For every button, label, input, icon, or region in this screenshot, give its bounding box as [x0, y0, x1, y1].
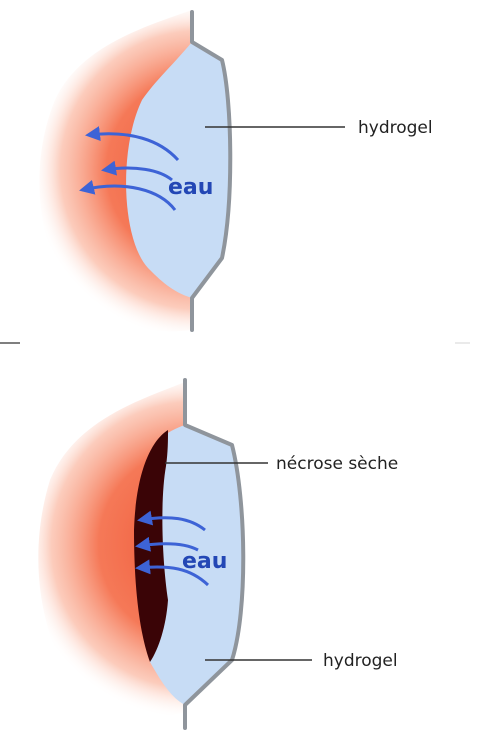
panel-necrosis: eau nécrose sèche hydrogel — [38, 380, 398, 728]
callout-hydrogel: hydrogel — [358, 118, 433, 138]
panel-hydration: eau hydrogel — [39, 10, 432, 331]
callout-dry-necrosis: nécrose sèche — [276, 454, 398, 474]
water-label: eau — [182, 549, 227, 574]
callout-hydrogel: hydrogel — [323, 651, 398, 671]
water-label: eau — [168, 175, 213, 200]
